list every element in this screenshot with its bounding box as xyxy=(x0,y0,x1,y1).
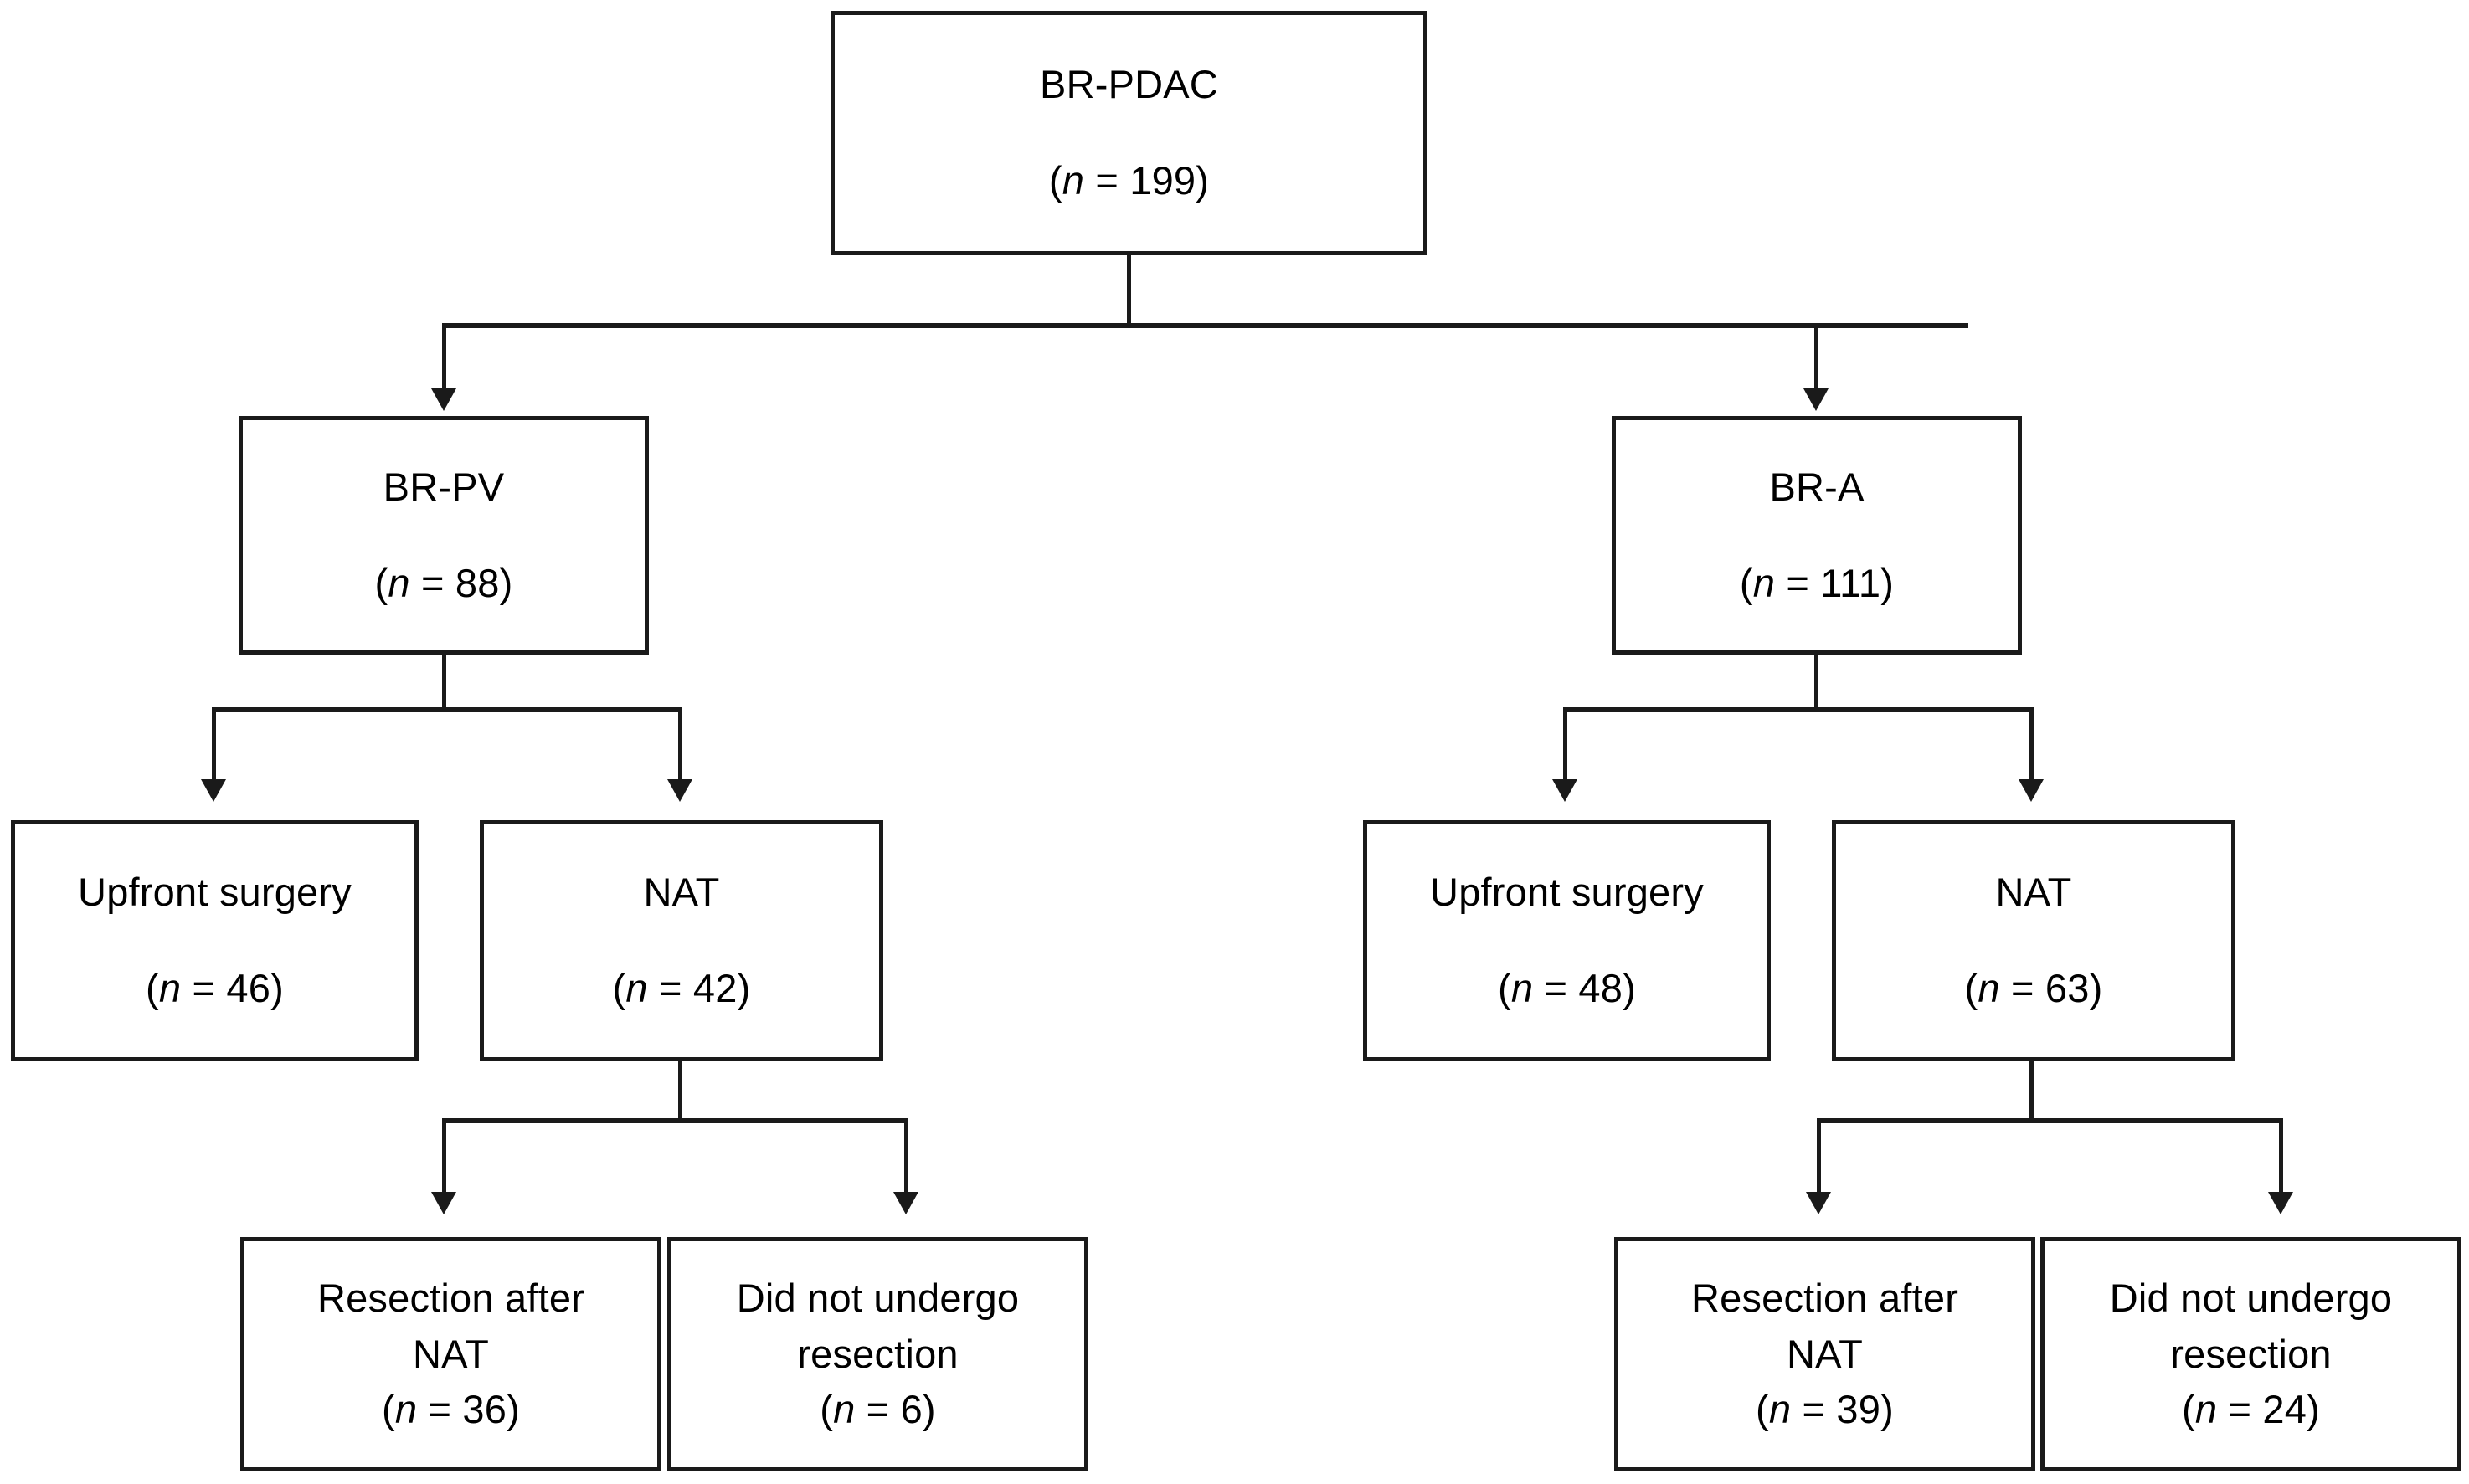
connector-br-a-stem xyxy=(1814,655,1818,711)
arrowhead-br-a-nat-to-no-resection xyxy=(2268,1192,2293,1214)
node-br-pv-nat-count-value: 42 xyxy=(692,966,738,1010)
arrowhead-root-to-br-a xyxy=(1803,388,1829,411)
node-br-a-did-not-undergo-resection-count-value: 24 xyxy=(2262,1387,2307,1432)
node-br-pv-upfront-surgery-count: (n = 46) xyxy=(146,966,284,1010)
node-br-pv-upfront-surgery-count-value: 46 xyxy=(226,966,271,1010)
node-br-a-resection-after-nat-count-value: 39 xyxy=(1836,1387,1881,1432)
node-br-a-nat-count-value: 63 xyxy=(2045,966,2090,1010)
node-br-a-did-not-undergo-resection: Did not undergo resection (n = 24) xyxy=(2040,1237,2461,1471)
node-br-pv: BR-PV (n = 88) xyxy=(239,416,649,655)
connector-br-pv-nat-to-no-resection xyxy=(904,1118,908,1194)
connector-br-pv-to-nat xyxy=(678,707,682,781)
connector-br-pv-nat-bar xyxy=(444,1118,908,1123)
arrowhead-br-a-nat-to-resection xyxy=(1806,1192,1831,1214)
connector-root-bar xyxy=(444,323,1968,328)
node-br-pv-resection-after-nat-count-value: 36 xyxy=(462,1387,507,1432)
node-br-a: BR-A (n = 111) xyxy=(1612,416,2022,655)
node-br-pv-upfront-surgery-label: Upfront surgery xyxy=(78,870,352,915)
node-br-pdac: BR-PDAC (n = 199) xyxy=(831,11,1427,255)
node-br-pv-resection-after-nat-label-line1: Resection after xyxy=(316,1275,585,1320)
node-br-a-did-not-undergo-resection-label-line2: resection xyxy=(2170,1331,2332,1376)
arrowhead-root-to-br-pv xyxy=(431,388,456,411)
node-br-a-resection-after-nat-count: (n = 39) xyxy=(1756,1387,1894,1432)
node-br-a-nat: NAT (n = 63) xyxy=(1832,820,2235,1061)
node-br-pv-count-value: 88 xyxy=(455,560,500,605)
arrowhead-br-pv-to-nat xyxy=(667,779,692,802)
connector-root-to-br-pv xyxy=(442,323,446,390)
connector-br-pv-nat-to-resection xyxy=(442,1118,446,1194)
node-br-a-upfront-surgery-count: (n = 48) xyxy=(1498,966,1636,1010)
connector-br-a-nat-to-resection xyxy=(1817,1118,1821,1194)
node-br-pv-upfront-surgery: Upfront surgery (n = 46) xyxy=(11,820,419,1061)
connector-br-pv-stem xyxy=(442,655,446,711)
node-br-pv-did-not-undergo-resection-label-line2: resection xyxy=(797,1331,959,1376)
arrowhead-br-pv-to-upfront xyxy=(201,779,226,802)
node-br-a-did-not-undergo-resection-count: (n = 24) xyxy=(2182,1387,2320,1432)
arrowhead-br-pv-nat-to-resection xyxy=(431,1192,456,1214)
node-br-a-resection-after-nat-label-line2: NAT xyxy=(1786,1331,1864,1376)
connector-br-a-to-nat xyxy=(2029,707,2034,781)
node-br-pv-did-not-undergo-resection-label-line1: Did not undergo xyxy=(736,1275,1020,1320)
node-br-a-upfront-surgery-label: Upfront surgery xyxy=(1430,870,1704,915)
node-br-pv-count: (n = 88) xyxy=(374,560,513,605)
connector-br-pv-bar xyxy=(213,707,682,712)
node-br-a-upfront-surgery: Upfront surgery (n = 48) xyxy=(1363,820,1771,1061)
node-br-a-resection-after-nat-label-line1: Resection after xyxy=(1690,1275,1959,1320)
node-br-pv-resection-after-nat-label-line2: NAT xyxy=(412,1331,490,1376)
connector-br-pv-nat-stem xyxy=(678,1061,682,1122)
connector-br-pv-to-upfront xyxy=(212,707,216,781)
node-br-pv-nat-label: NAT xyxy=(643,870,720,915)
arrowhead-br-a-to-upfront xyxy=(1552,779,1577,802)
node-br-a-count-value: 111 xyxy=(1820,560,1881,605)
node-br-a-upfront-surgery-count-value: 48 xyxy=(1578,966,1623,1010)
node-br-pv-resection-after-nat-count: (n = 36) xyxy=(382,1387,520,1432)
connector-br-a-nat-stem xyxy=(2029,1061,2034,1122)
connector-br-a-bar xyxy=(1565,707,2034,712)
arrowhead-br-pv-nat-to-no-resection xyxy=(893,1192,918,1214)
node-br-pv-did-not-undergo-resection-count-value: 6 xyxy=(900,1387,923,1432)
node-br-a-did-not-undergo-resection-label-line1: Did not undergo xyxy=(2109,1275,2393,1320)
node-br-pdac-count: (n = 199) xyxy=(1048,158,1210,203)
connector-br-a-nat-to-no-resection xyxy=(2279,1118,2283,1194)
node-br-a-label: BR-A xyxy=(1769,464,1865,509)
node-br-a-resection-after-nat: Resection after NAT (n = 39) xyxy=(1614,1237,2035,1471)
arrowhead-br-a-to-nat xyxy=(2019,779,2044,802)
node-br-pv-nat: NAT (n = 42) xyxy=(480,820,883,1061)
node-br-a-count: (n = 111) xyxy=(1739,560,1895,605)
node-br-pdac-label: BR-PDAC xyxy=(1040,62,1218,107)
node-br-a-nat-count: (n = 63) xyxy=(1964,966,2103,1010)
node-br-pv-label: BR-PV xyxy=(383,464,505,509)
node-br-pv-nat-count: (n = 42) xyxy=(612,966,751,1010)
node-br-a-nat-label: NAT xyxy=(1995,870,2072,915)
connector-br-a-nat-bar xyxy=(1818,1118,2283,1123)
node-br-pv-resection-after-nat: Resection after NAT (n = 36) xyxy=(240,1237,661,1471)
node-br-pv-did-not-undergo-resection-count: (n = 6) xyxy=(820,1387,936,1432)
connector-br-a-to-upfront xyxy=(1563,707,1567,781)
connector-root-stem xyxy=(1127,255,1131,326)
node-br-pv-did-not-undergo-resection: Did not undergo resection (n = 6) xyxy=(667,1237,1088,1471)
connector-root-to-br-a xyxy=(1814,323,1818,390)
node-br-pdac-count-value: 199 xyxy=(1129,158,1196,203)
